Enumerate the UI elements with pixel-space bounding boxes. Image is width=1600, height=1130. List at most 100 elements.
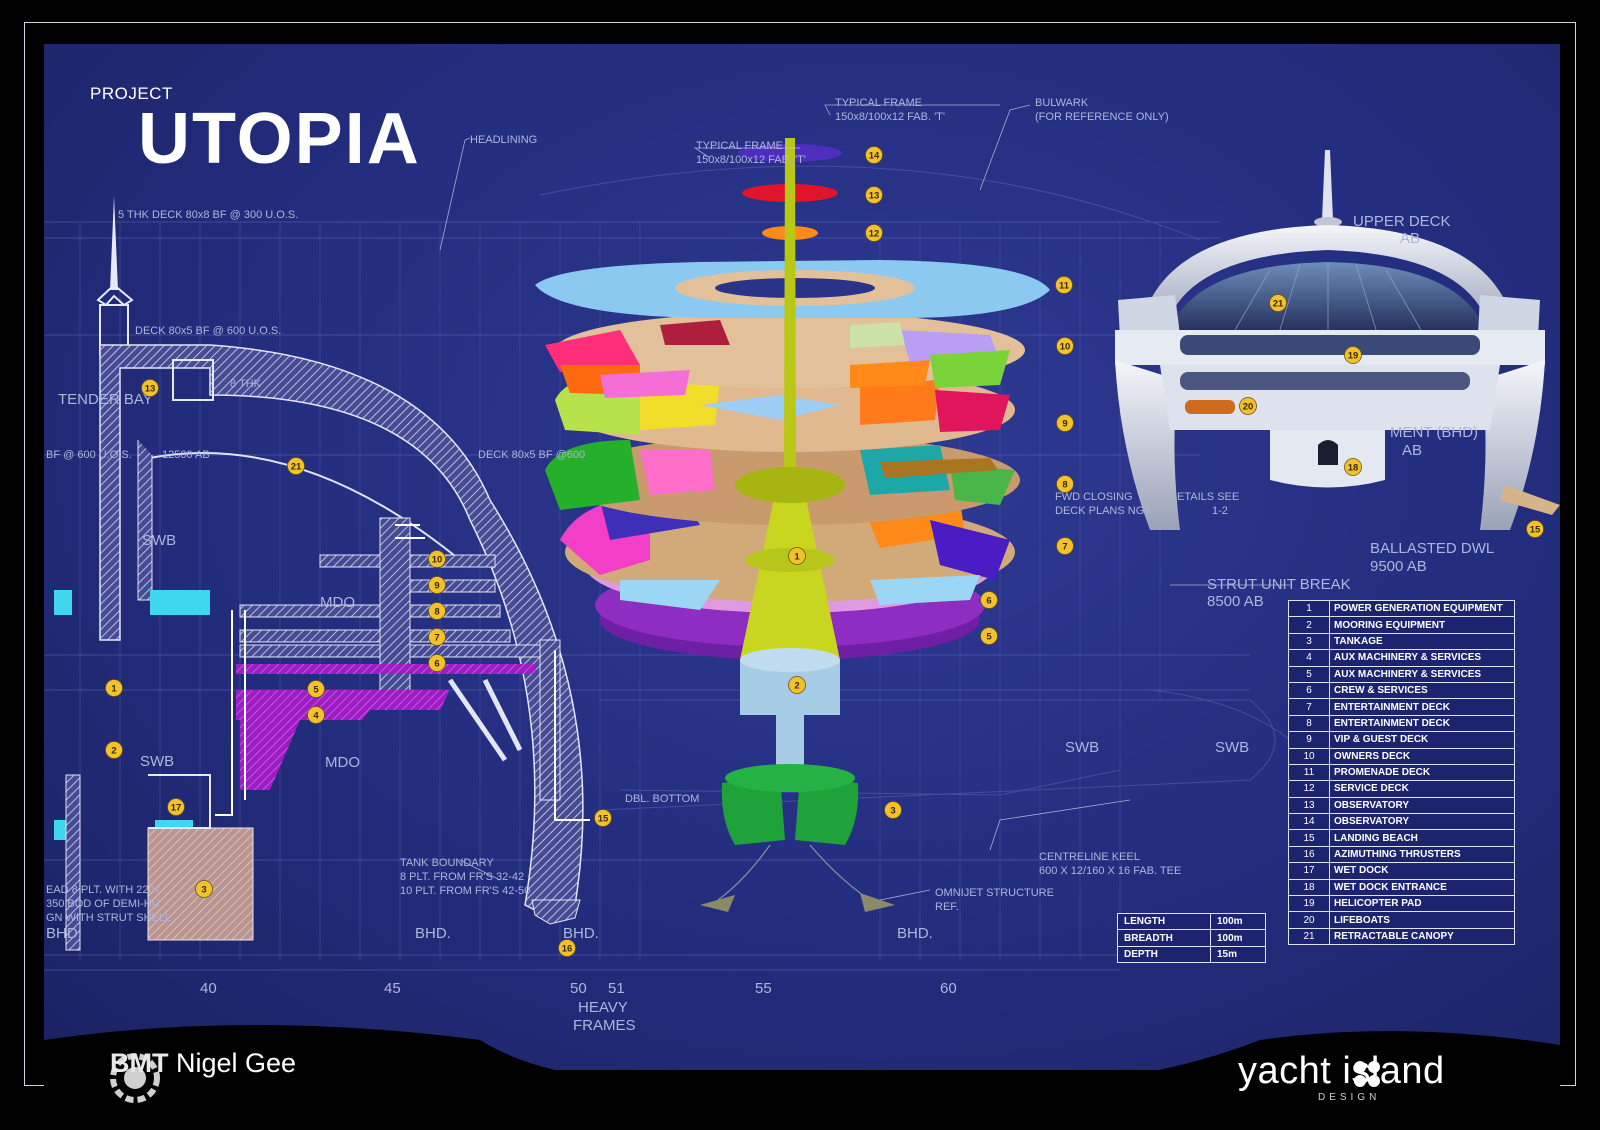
dimension-key: DEPTH xyxy=(1117,945,1211,964)
callout-marker: 10 xyxy=(1056,337,1074,355)
svg-text:MENT (BHD): MENT (BHD) xyxy=(1390,424,1478,441)
svg-text:BF @ 600 U.O.S.: BF @ 600 U.O.S. xyxy=(46,449,132,461)
callout-marker: 2 xyxy=(105,741,123,759)
callout-marker: 19 xyxy=(1344,346,1362,364)
callout-number: 2 xyxy=(111,746,116,757)
exploded-deck-stack xyxy=(535,138,1050,912)
svg-text:9500 AB: 9500 AB xyxy=(1370,558,1427,575)
callout-marker: 7 xyxy=(428,628,446,646)
svg-text:BHD.: BHD. xyxy=(563,925,599,942)
callout-number: 2 xyxy=(794,681,799,692)
svg-text:TYPICAL FRAME: TYPICAL FRAME xyxy=(835,97,922,109)
callout-number: 8 xyxy=(434,607,439,618)
svg-text:TYPICAL FRAME: TYPICAL FRAME xyxy=(696,140,783,152)
yacht-island-sub: DESIGN xyxy=(1318,1092,1381,1103)
svg-text:BALLASTED DWL: BALLASTED DWL xyxy=(1370,540,1494,557)
callout-number: 16 xyxy=(562,944,573,955)
svg-text:DECK 80x5 BF @600: DECK 80x5 BF @600 xyxy=(478,449,585,461)
legend-number: 12 xyxy=(1288,780,1330,798)
legend-label: AZIMUTHING THRUSTERS xyxy=(1329,845,1515,864)
legend-number: 21 xyxy=(1288,927,1330,946)
callout-number: 11 xyxy=(1059,281,1070,292)
dimension-value: 15m xyxy=(1210,945,1266,964)
legend-label: OWNERS DECK xyxy=(1329,747,1515,765)
legend-label: MOORING EQUIPMENT xyxy=(1329,616,1515,634)
callout-number: 9 xyxy=(434,581,439,592)
svg-text:DBL. BOTTOM: DBL. BOTTOM xyxy=(625,793,699,805)
svg-text:150x8/100x12 FAB. 'T': 150x8/100x12 FAB. 'T' xyxy=(696,154,806,166)
legend-label: CREW & SERVICES xyxy=(1329,681,1515,700)
callout-number: 15 xyxy=(1530,525,1541,536)
callout-number: 5 xyxy=(313,685,319,696)
svg-text:5 THK DECK 80x8 BF @ 300 U.O.S: 5 THK DECK 80x8 BF @ 300 U.O.S. xyxy=(118,209,298,221)
svg-text:350 BOD OF DEMI-HU: 350 BOD OF DEMI-HU xyxy=(46,898,160,910)
callout-number: 14 xyxy=(869,151,880,162)
callout-number: 15 xyxy=(598,814,609,825)
callout-marker: 8 xyxy=(1056,475,1074,493)
callout-number: 7 xyxy=(434,633,439,644)
legend-label: OBSERVATORY xyxy=(1329,813,1515,831)
callout-number: 8 xyxy=(1062,480,1067,491)
svg-text:SWB: SWB xyxy=(1065,739,1099,756)
legend-label: ENTERTAINMENT DECK xyxy=(1329,698,1515,716)
svg-text:45: 45 xyxy=(384,980,401,997)
svg-text:8500 AB: 8500 AB xyxy=(1207,593,1264,610)
callout-marker: 20 xyxy=(1239,397,1257,415)
callout-marker: 11 xyxy=(1055,276,1073,294)
svg-text:50: 50 xyxy=(570,980,587,997)
legend-number: 17 xyxy=(1288,862,1330,880)
blueprint-annotations: HEADLINING TYPICAL FRAME 150x8/100x12 FA… xyxy=(46,97,1494,1034)
svg-text:EAD 8 PLT. WITH 220x: EAD 8 PLT. WITH 220x xyxy=(46,884,161,896)
yacht-island-logo-icon xyxy=(1354,1061,1380,1087)
legend-number: 19 xyxy=(1288,895,1330,913)
callout-number: 10 xyxy=(432,555,443,566)
callout-marker: 14 xyxy=(865,146,883,164)
callout-number: 6 xyxy=(434,659,439,670)
svg-text:FWD CLOSING: FWD CLOSING xyxy=(1055,491,1133,503)
svg-text:12500 AB: 12500 AB xyxy=(162,449,210,461)
svg-text:60: 60 xyxy=(940,980,957,997)
svg-text:GN WITH STRUT SHELL: GN WITH STRUT SHELL xyxy=(46,912,171,924)
legend-label: SERVICE DECK xyxy=(1329,780,1515,798)
callout-number: 7 xyxy=(1062,542,1067,553)
dimension-key: BREADTH xyxy=(1117,929,1211,947)
legend-label: HELICOPTER PAD xyxy=(1329,895,1515,913)
bmt-name: Nigel Gee xyxy=(176,1048,297,1078)
callout-number: 19 xyxy=(1348,351,1359,362)
svg-text:BULWARK: BULWARK xyxy=(1035,97,1089,109)
callout-marker: 21 xyxy=(287,457,305,475)
legend-label: TANKAGE xyxy=(1329,632,1515,651)
callout-marker: 1 xyxy=(788,547,806,565)
svg-text:MDO: MDO xyxy=(320,594,355,611)
bmt-logo: BMT Nigel Gee xyxy=(110,1048,296,1079)
callout-number: 3 xyxy=(890,806,895,817)
callout-number: 3 xyxy=(201,885,206,896)
dimension-value: 100m xyxy=(1210,929,1266,947)
legend-number: 18 xyxy=(1288,878,1330,897)
legend-label: LANDING BEACH xyxy=(1329,829,1515,847)
callout-number: 9 xyxy=(1062,419,1067,430)
legend-label: LIFEBOATS xyxy=(1329,911,1515,929)
svg-text:MDO: MDO xyxy=(325,754,360,771)
svg-text:55: 55 xyxy=(755,980,772,997)
callout-marker: 3 xyxy=(195,880,213,898)
legend-number: 11 xyxy=(1288,763,1330,782)
legend-number: 1 xyxy=(1288,599,1330,618)
svg-text:UPPER DECK: UPPER DECK xyxy=(1353,213,1451,230)
svg-text:OMNIJET STRUCTURE: OMNIJET STRUCTURE xyxy=(935,887,1054,899)
svg-text:FRAMES: FRAMES xyxy=(573,1017,636,1034)
callout-number: 13 xyxy=(869,191,880,202)
legend-number: 7 xyxy=(1288,698,1330,716)
svg-text:CENTRELINE KEEL: CENTRELINE KEEL xyxy=(1039,851,1140,863)
callout-number: 1 xyxy=(111,684,117,695)
callout-marker: 1 xyxy=(105,679,123,697)
